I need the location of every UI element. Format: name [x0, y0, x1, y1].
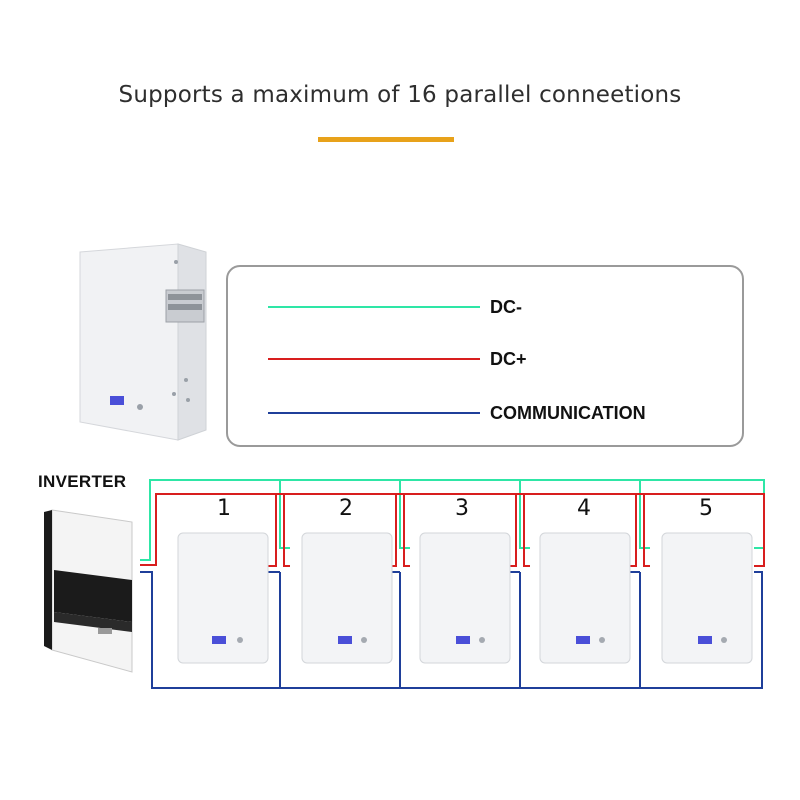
dc-plus-line-sample: [268, 358, 480, 360]
legend-item-dc-minus: DC-: [268, 295, 522, 319]
legend-item-communication: COMMUNICATION: [268, 401, 646, 425]
battery-number-4: 4: [577, 496, 591, 521]
battery-number-1: 1: [217, 496, 231, 521]
battery-module-4: [539, 532, 631, 664]
title-accent-bar: [318, 137, 454, 142]
battery-number-5: 5: [699, 496, 713, 521]
battery-module-2: [301, 532, 393, 664]
communication-line-sample: [268, 412, 480, 414]
battery-number-2: 2: [339, 496, 353, 521]
page-title: Supports a maximum of 16 parallel connee…: [118, 82, 682, 108]
legend-label: DC+: [490, 348, 527, 369]
legend-item-dc-plus: DC+: [268, 347, 527, 371]
legend-label: COMMUNICATION: [490, 402, 646, 423]
legend-label: DC-: [490, 296, 522, 317]
dc-minus-wiring: [140, 479, 765, 561]
battery-module-1: [177, 532, 269, 664]
battery-number-3: 3: [455, 496, 469, 521]
inverter-device: [44, 509, 133, 673]
inverter-label: INVERTER: [38, 472, 127, 491]
battery-module-3: [419, 532, 511, 664]
battery-product-image: [79, 243, 207, 441]
dc-minus-line-sample: [268, 306, 480, 308]
battery-module-5: [661, 532, 753, 664]
legend-panel: DC- DC+ COMMUNICATION: [226, 265, 744, 447]
